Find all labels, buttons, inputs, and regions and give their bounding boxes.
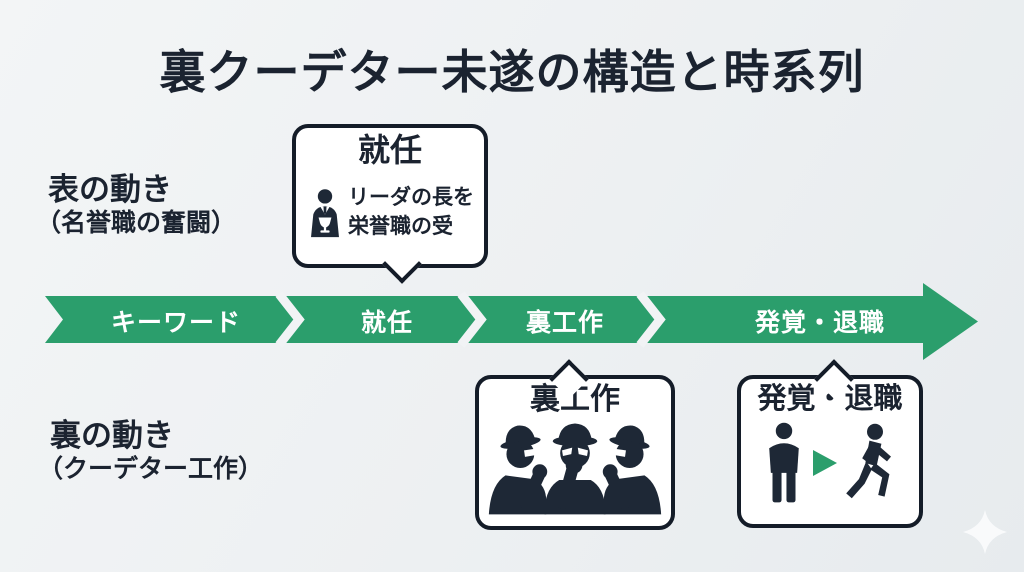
back-row-label: 裏の動き （クーデター工作） — [38, 418, 263, 484]
timeline-segment-label: キーワード — [110, 309, 242, 337]
standing-person-icon — [769, 423, 799, 503]
sparkle-icon — [963, 510, 1007, 554]
callout-discovery: 発覚・退職 — [737, 359, 923, 528]
chevron-separator-icon — [636, 291, 666, 348]
callout-text-line: 栄誉職の受 — [348, 214, 453, 238]
callout-text-line: リーダの長を — [348, 186, 474, 210]
back-row-sub: （クーデター工作） — [38, 454, 264, 483]
callout-text: リーダの長を 栄誉職の受 — [348, 184, 474, 241]
whispering-spies-icon — [488, 423, 662, 514]
walking-person-icon — [846, 424, 891, 499]
back-row-main: 裏の動き — [50, 418, 174, 453]
timeline-segment-label: 発覚・退職 — [754, 309, 886, 337]
front-row-sub: （名誉職の奮闘） — [36, 208, 237, 237]
businessman-icon — [311, 188, 339, 237]
timeline-arrow — [45, 283, 978, 360]
timeline-segment-label: 就任 — [360, 309, 414, 337]
chevron-separator-icon — [275, 291, 305, 348]
chevron-separator-icon — [457, 291, 487, 348]
front-row-label: 表の動き （名誉職の奮闘） — [36, 172, 236, 238]
callout-appointment: 就任 リーダの長を 栄誉職の受 — [292, 124, 488, 284]
callout-title: 就任 — [357, 132, 422, 168]
front-row-main: 表の動き — [48, 172, 172, 207]
callout-maneuvering: 裏工作 — [475, 359, 675, 530]
transition-arrow-icon — [813, 450, 837, 477]
page-title: 裏クーデター未遂の構造と時系列 — [159, 46, 865, 98]
timeline-segment-label: 裏工作 — [525, 309, 605, 337]
